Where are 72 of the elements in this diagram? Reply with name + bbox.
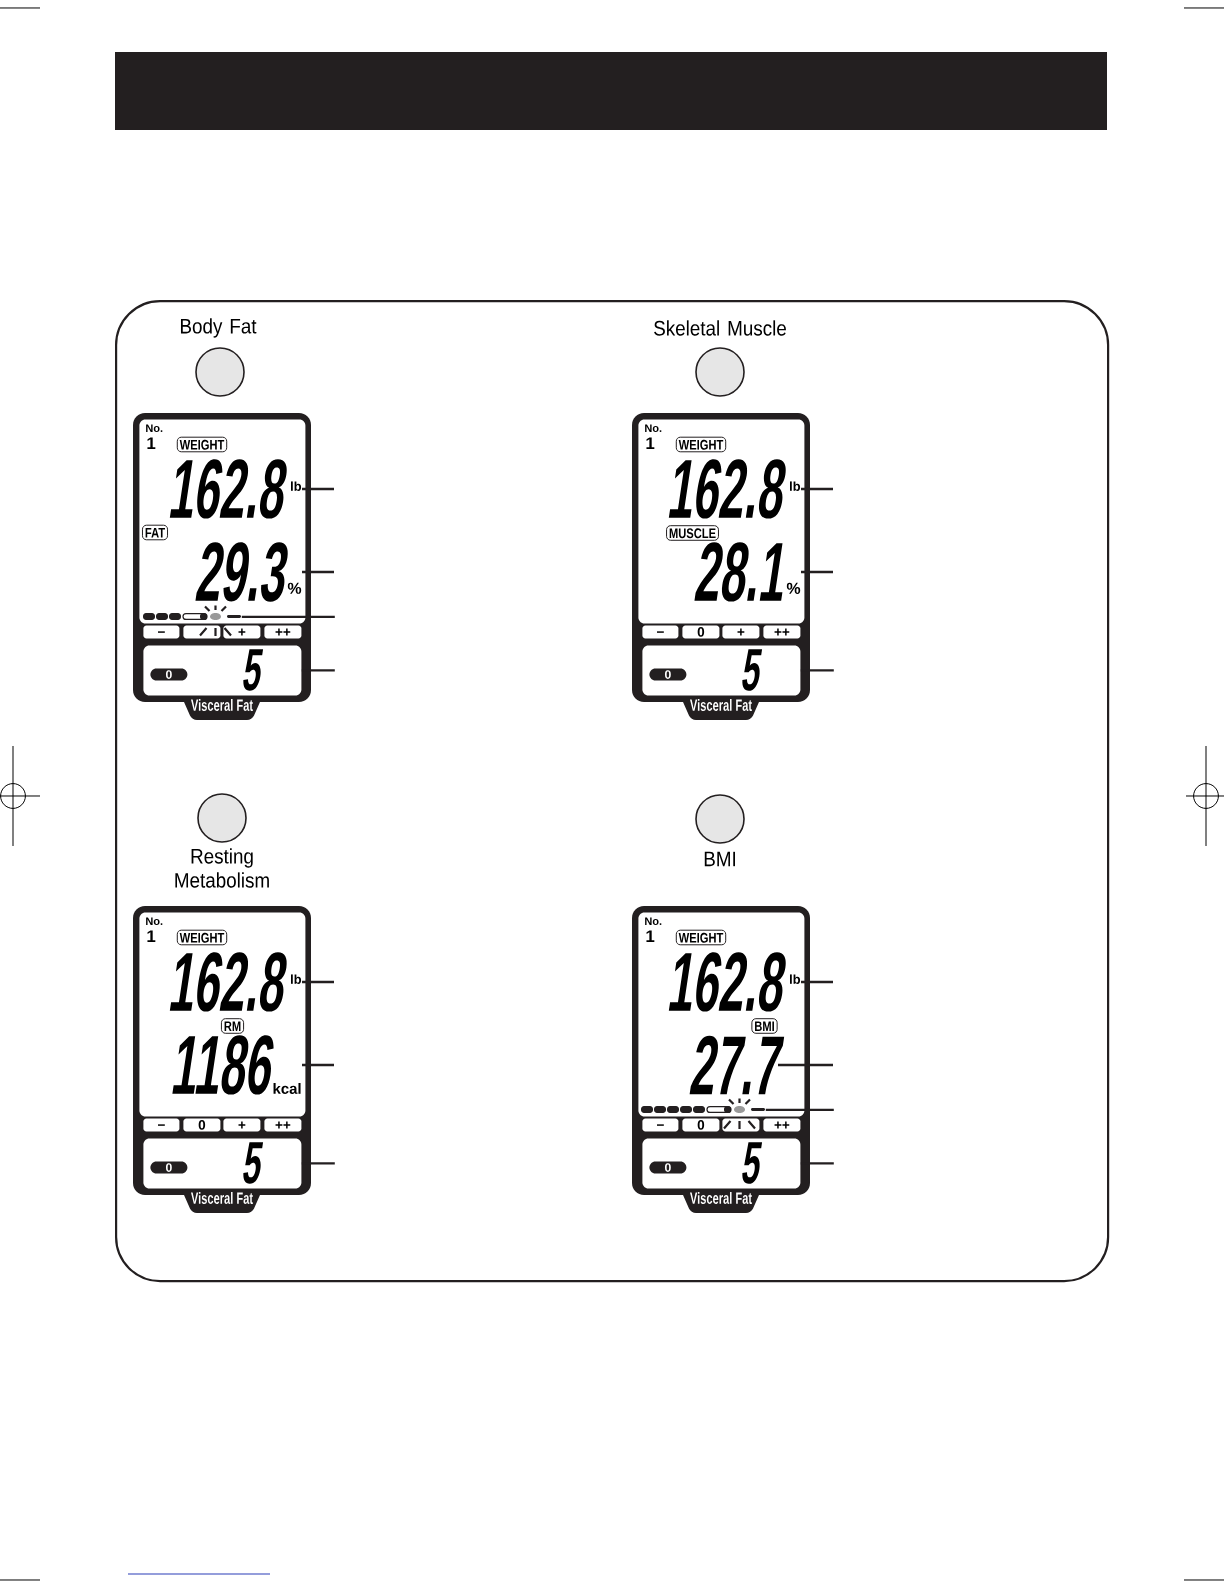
scale-box: 0 [682, 625, 720, 639]
leader-line [801, 570, 833, 574]
scale-box: ++ [264, 625, 302, 639]
scale-box: 0 [183, 1118, 221, 1132]
node-label: 1 [147, 930, 156, 943]
lcd-readout: 29.3% [195, 542, 302, 602]
node-label: 1 [646, 437, 655, 450]
node-label: ++ [275, 628, 291, 636]
scale-box: + [223, 625, 261, 639]
node-label: + [238, 1121, 246, 1129]
scale-box: − [143, 1118, 180, 1132]
node-label: 1 [147, 437, 156, 450]
scale-box: 0 [682, 1118, 720, 1132]
leader-line [302, 570, 334, 574]
node-label: ++ [774, 1121, 790, 1129]
scale-box: ++ [264, 1118, 302, 1132]
leader-line [778, 1063, 833, 1067]
node-label: − [657, 631, 664, 633]
scale-box: − [642, 1118, 679, 1132]
node-label: 0 [697, 627, 705, 637]
scale-box: ++ [763, 1118, 801, 1132]
leader-line [801, 487, 833, 491]
mode-title: Body Fat [181, 318, 257, 338]
scale-box: + [223, 1118, 261, 1132]
node-label: No. [645, 424, 662, 433]
leader-line [302, 980, 334, 984]
indicator-tag: WEIGHT [176, 929, 228, 946]
lcd-readout: 162.8 lb [169, 952, 302, 1012]
scale-box: ++ [763, 625, 801, 639]
scale-box: − [642, 625, 679, 639]
node-label: 1 [646, 930, 655, 943]
rounded-panel [115, 300, 1110, 1283]
indicator-tag: RM [220, 1018, 245, 1034]
node-label: − [158, 1124, 165, 1126]
node-label: No. [146, 424, 163, 433]
node-label: + [737, 628, 745, 636]
mode-title: BMI [704, 851, 735, 867]
leader-line [301, 1162, 335, 1165]
leader-line [301, 669, 335, 672]
leader-line [302, 1063, 334, 1067]
mode-title: Skeletal Muscle [654, 320, 786, 336]
node-label: No. [645, 917, 662, 926]
leader-line [302, 487, 334, 491]
lcd-readout: 27.7 [689, 1035, 785, 1095]
indicator-tag: FAT [142, 524, 168, 541]
indicator-tag: WEIGHT [675, 436, 727, 453]
leader-line [765, 1108, 834, 1112]
node-label: + [238, 628, 246, 636]
node-label: 0 [198, 1120, 206, 1130]
lcd-readout: 28.1% [694, 542, 801, 602]
leader-line [241, 615, 335, 619]
scale-box: + [722, 625, 760, 639]
mode-title: Resting Metabolism [175, 848, 269, 888]
leader-line [801, 980, 833, 984]
lcd-readout: 162.8 lb [668, 952, 801, 1012]
leader-line [800, 1162, 834, 1165]
segment-bar [641, 1105, 765, 1114]
indicator-tag: WEIGHT [176, 436, 228, 453]
node-label: − [657, 1124, 664, 1126]
node-label: No. [146, 917, 163, 926]
lcd-readout: 162.8 lb [668, 459, 801, 519]
lcd-readout: 162.8 lb [169, 459, 302, 519]
indicator-tag: BMI [751, 1018, 778, 1034]
indicator-tag: MUSCLE [666, 525, 719, 541]
node-label: − [158, 631, 165, 633]
node-label: ++ [774, 628, 790, 636]
segment-bar [143, 612, 241, 621]
node-label: 0 [697, 1120, 705, 1130]
scale-box: − [143, 625, 180, 639]
leader-line [800, 669, 834, 672]
node-label: ++ [275, 1121, 291, 1129]
indicator-tag: WEIGHT [675, 929, 727, 946]
